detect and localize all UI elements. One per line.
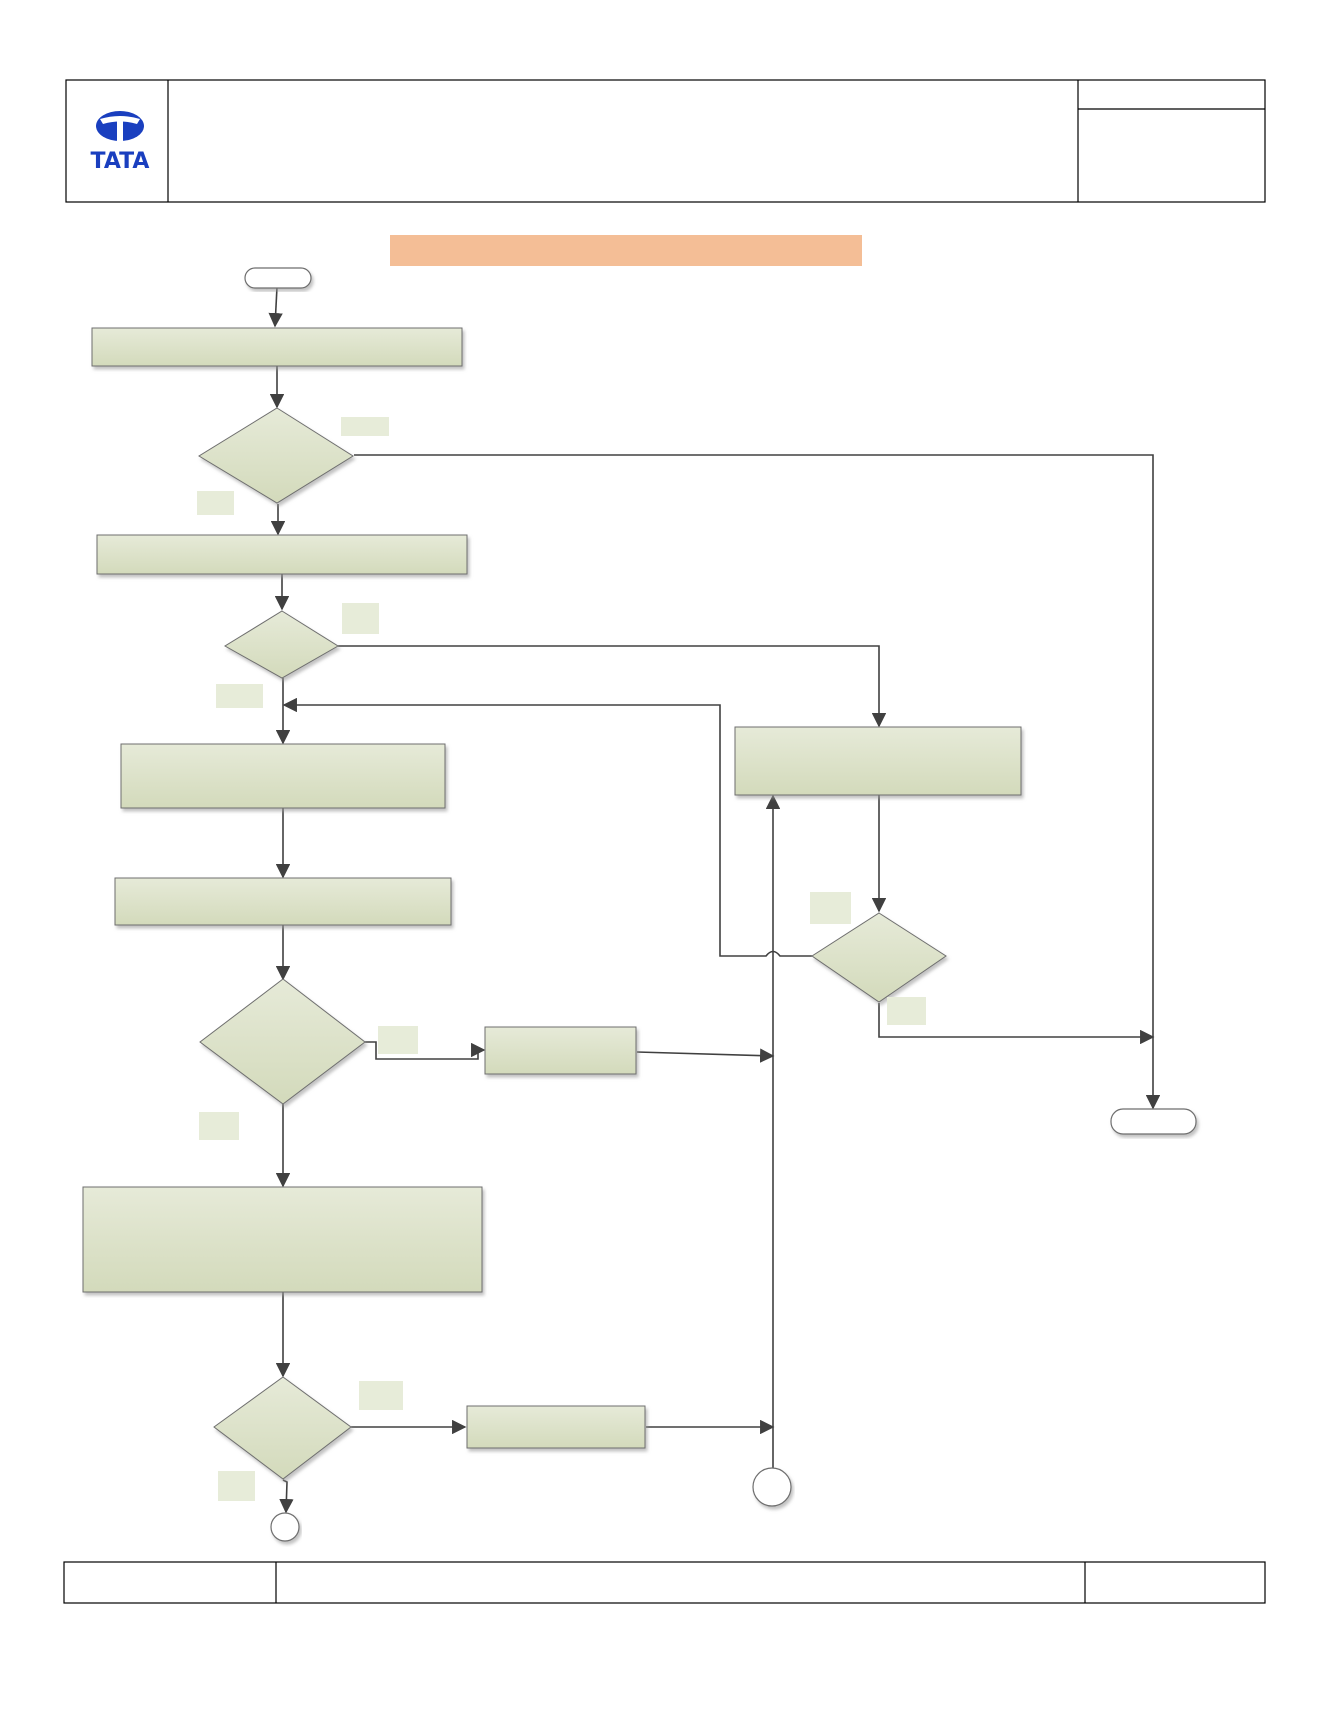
process-step-2 <box>96 534 468 575</box>
decision-3 <box>811 912 947 1003</box>
branch-label <box>197 491 234 515</box>
flow-arrow <box>878 1003 1155 1045</box>
decision-4 <box>199 978 366 1105</box>
flow-arrow <box>354 454 1161 1110</box>
branch-label <box>341 417 389 436</box>
page-connector-circle <box>270 1512 300 1542</box>
flow-arrow <box>636 1048 775 1063</box>
process-step-6 <box>734 726 1022 796</box>
branch-label <box>216 684 263 708</box>
branch-label <box>810 892 851 924</box>
decision-1 <box>198 407 354 504</box>
process-step-3 <box>120 743 446 809</box>
branch-label <box>342 603 379 634</box>
banner <box>390 235 862 266</box>
flow-arrow <box>338 645 887 728</box>
end-terminator <box>1110 1108 1197 1135</box>
branch-label <box>378 1026 418 1054</box>
branch-labels <box>197 417 926 1501</box>
decision-2 <box>224 610 339 679</box>
connectors <box>268 286 1161 1514</box>
tata-logo-icon: TATA <box>91 111 150 174</box>
flow-arrow <box>268 286 283 328</box>
process-step-8 <box>466 1405 646 1449</box>
process-steps <box>82 327 1022 1449</box>
footer-block <box>63 1561 1266 1604</box>
flow-arrow <box>279 1479 294 1514</box>
start-terminator <box>244 267 312 289</box>
process-step-5 <box>82 1186 483 1293</box>
flow-arrow <box>282 697 812 957</box>
branch-label <box>887 997 926 1025</box>
branch-label <box>199 1112 239 1140</box>
branch-label <box>218 1471 255 1501</box>
logo-text: TATA <box>91 149 150 174</box>
page-connector-circle <box>752 1467 792 1507</box>
flow-arrow <box>365 1041 486 1060</box>
branch-label <box>359 1381 403 1410</box>
header-block: TATA <box>65 79 1266 203</box>
decisions <box>198 407 947 1480</box>
process-step-7 <box>484 1026 637 1075</box>
decision-5 <box>213 1376 352 1480</box>
process-step-4 <box>114 877 452 926</box>
process-step-1 <box>91 327 463 367</box>
